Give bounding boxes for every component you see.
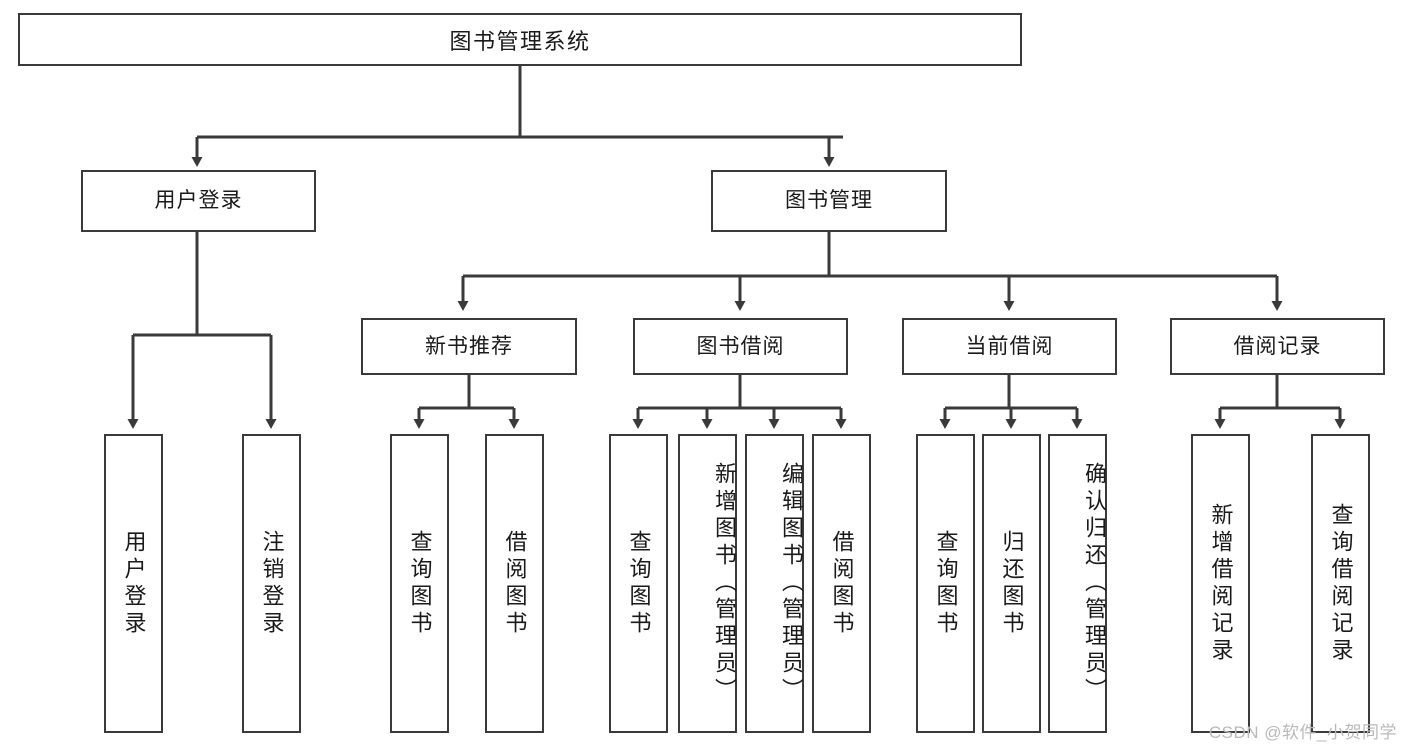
node-label: 注销登录 xyxy=(259,529,285,638)
node-new-book-recommend[interactable]: 新书推荐 xyxy=(361,318,577,375)
node-current-borrow[interactable]: 当前借阅 xyxy=(902,318,1117,375)
node-label: 用户登录 xyxy=(121,529,147,638)
leaf-query-book-recommend[interactable]: 查询图书 xyxy=(390,434,449,733)
node-borrow-record[interactable]: 借阅记录 xyxy=(1170,318,1385,375)
leaf-query-borrow-record[interactable]: 查询借阅记录 xyxy=(1311,434,1370,733)
node-label: 确认归还（管理员） xyxy=(1082,462,1107,705)
leaf-user-login[interactable]: 用户登录 xyxy=(104,434,163,733)
node-label: 查询图书 xyxy=(626,529,652,638)
node-label: 归还图书 xyxy=(999,529,1025,638)
node-label: 用户登录 xyxy=(154,189,243,213)
node-label: 图书管理系统 xyxy=(449,28,591,54)
node-label: 当前借阅 xyxy=(965,334,1054,358)
leaf-add-borrow-record[interactable]: 新增借阅记录 xyxy=(1191,434,1250,733)
node-book-manage[interactable]: 图书管理 xyxy=(711,170,947,232)
node-label: 查询图书 xyxy=(407,529,433,638)
node-label: 新书推荐 xyxy=(425,334,513,358)
leaf-logout-login[interactable]: 注销登录 xyxy=(242,434,301,733)
node-label: 图书借阅 xyxy=(696,334,785,358)
leaf-borrow-book-borrow[interactable]: 借阅图书 xyxy=(812,434,871,733)
node-label: 查询图书 xyxy=(933,529,959,638)
node-user-login[interactable]: 用户登录 xyxy=(81,170,316,232)
leaf-add-book-admin[interactable]: 新增图书（管理员） xyxy=(678,434,737,733)
node-label: 借阅记录 xyxy=(1233,334,1322,358)
node-label: 查询借阅记录 xyxy=(1328,502,1354,665)
node-book-borrow[interactable]: 图书借阅 xyxy=(633,318,848,375)
csdn-watermark: CSDN @软件_小贺同学 xyxy=(1208,723,1397,742)
node-label: 新增借阅记录 xyxy=(1208,502,1234,665)
leaf-borrow-book-recommend[interactable]: 借阅图书 xyxy=(485,434,544,733)
leaf-query-book-current[interactable]: 查询图书 xyxy=(916,434,975,733)
node-label: 借阅图书 xyxy=(829,529,855,638)
leaf-return-book[interactable]: 归还图书 xyxy=(982,434,1041,733)
node-label: 图书管理 xyxy=(785,189,873,213)
leaf-query-book-borrow[interactable]: 查询图书 xyxy=(609,434,668,733)
node-label: 新增图书（管理员） xyxy=(712,462,737,705)
node-label: 编辑图书（管理员） xyxy=(779,462,804,705)
node-root-system[interactable]: 图书管理系统 xyxy=(18,13,1022,66)
leaf-edit-book-admin[interactable]: 编辑图书（管理员） xyxy=(745,434,804,733)
leaf-confirm-return-admin[interactable]: 确认归还（管理员） xyxy=(1048,434,1107,733)
node-label: 借阅图书 xyxy=(502,529,528,638)
